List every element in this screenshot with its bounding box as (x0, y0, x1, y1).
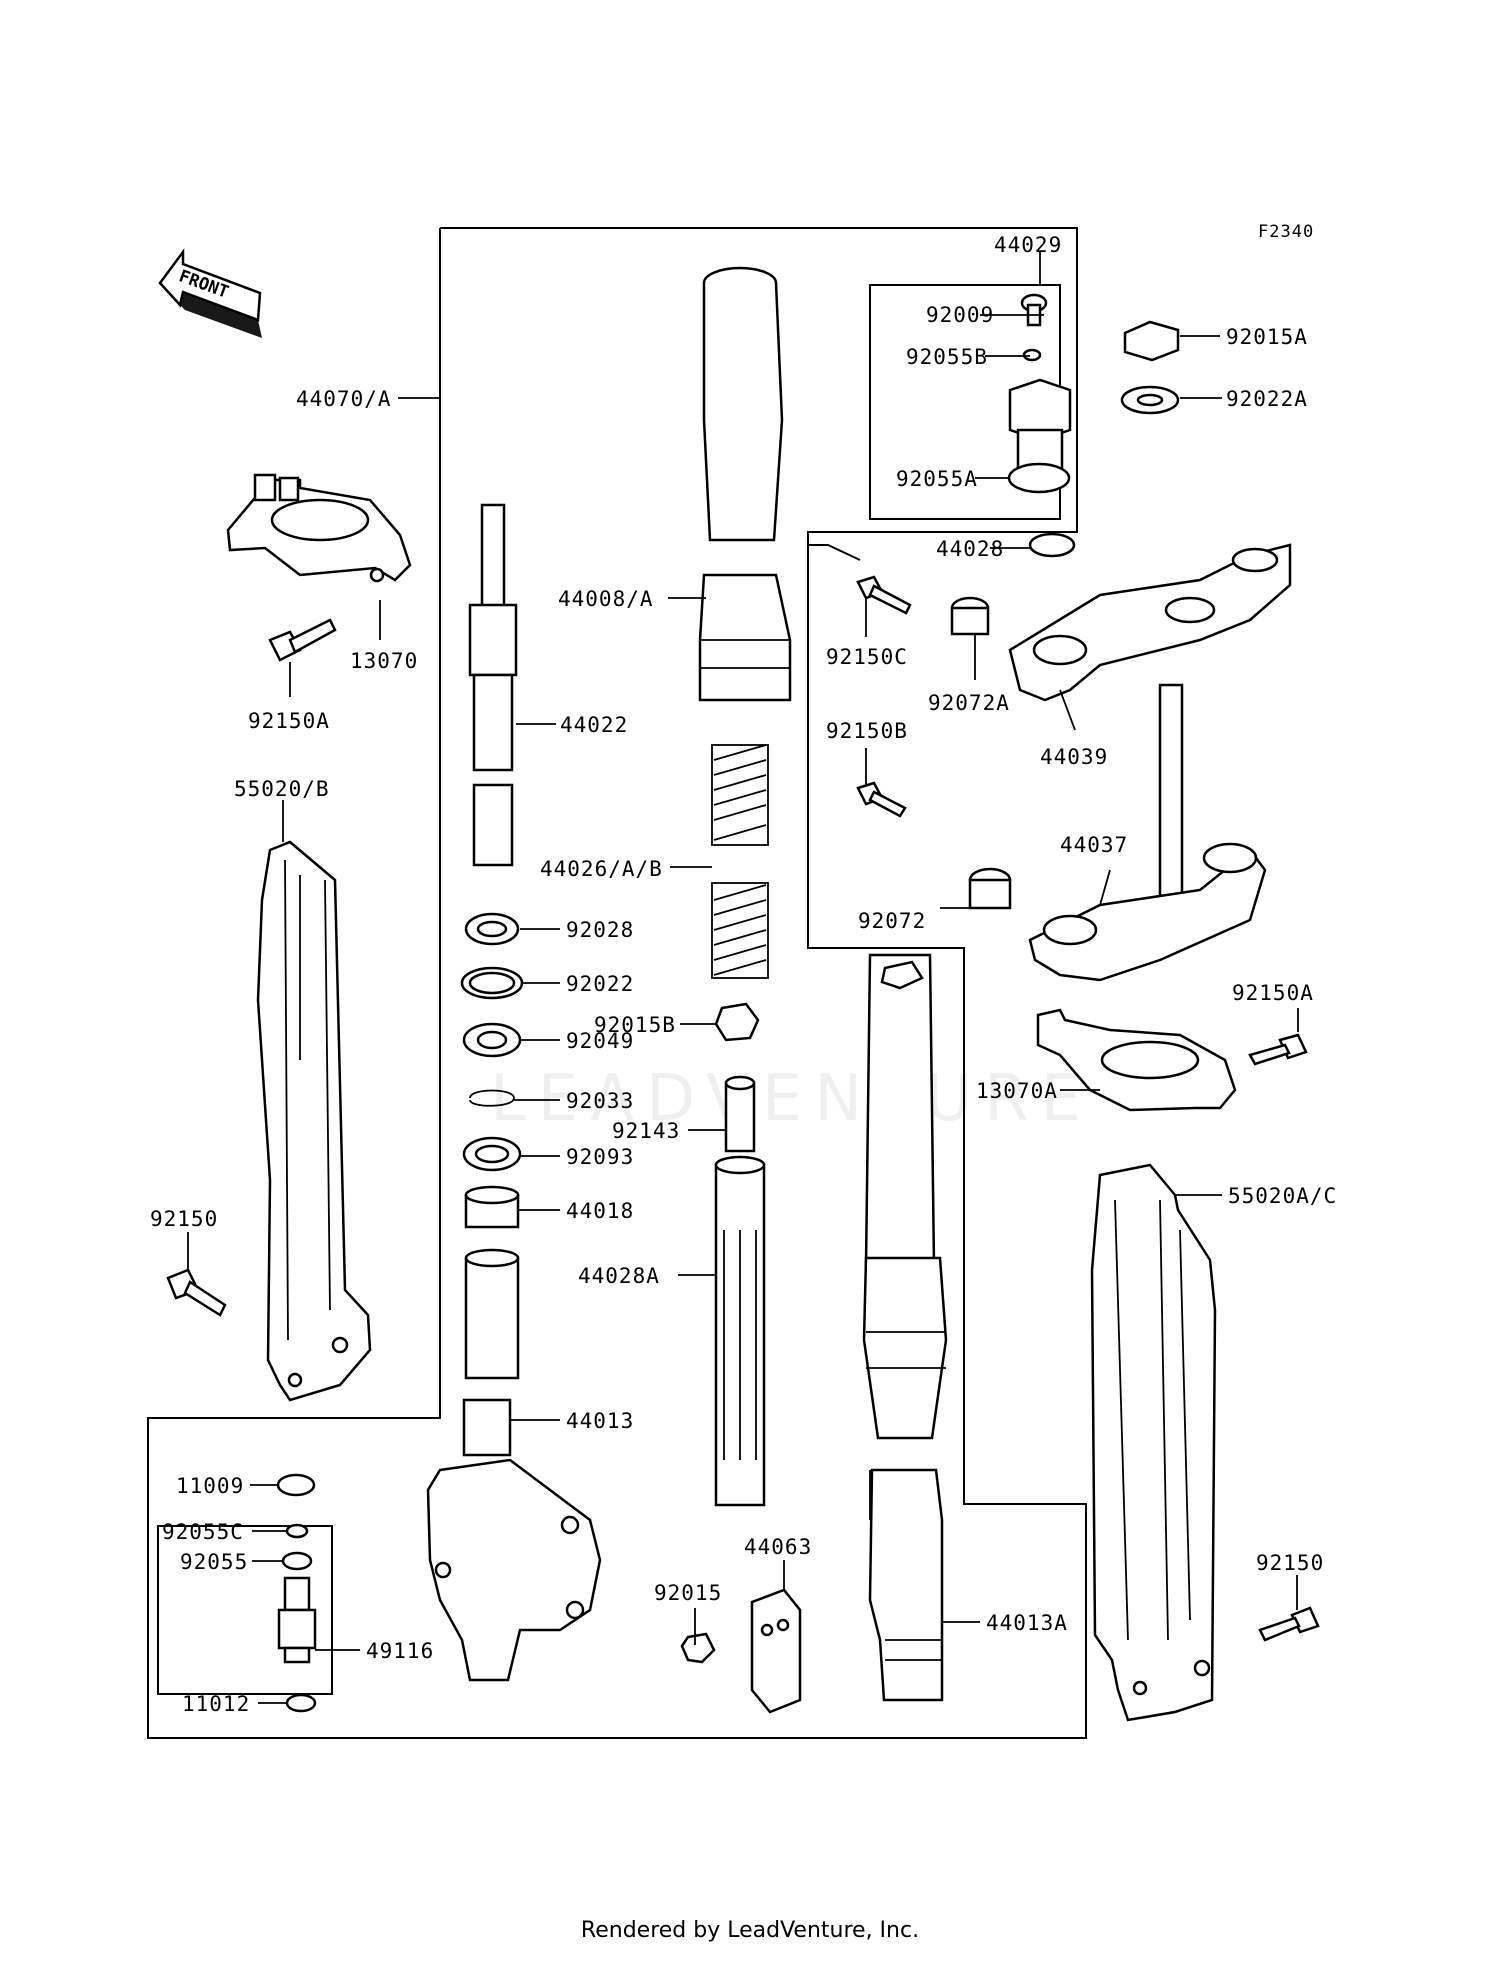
label-92015A: 92015A (1226, 325, 1308, 349)
label-44013A: 44013A (986, 1611, 1068, 1635)
label-55020AC: 55020A/C (1228, 1184, 1337, 1208)
clamp-44063 (750, 1588, 802, 1714)
label-92150C: 92150C (826, 645, 908, 669)
label-92015: 92015 (654, 1581, 722, 1605)
upper-triple-clamp-44039 (1008, 543, 1292, 702)
spring-44026 (711, 744, 769, 979)
bolt-92150-right (1258, 1606, 1320, 1642)
o-ring-92055 (281, 1551, 313, 1571)
label-92055A: 92055A (896, 467, 978, 491)
label-44028A: 44028A (578, 1264, 660, 1288)
fork-guard-55020AC (1090, 1163, 1217, 1722)
tube-piece (472, 783, 514, 867)
clamp-92072A (950, 596, 990, 636)
label-44029: 44029 (994, 233, 1062, 257)
cap-bolt (1008, 378, 1072, 472)
screw-92009 (1020, 293, 1048, 327)
label-92022A: 92022A (1226, 387, 1308, 411)
label-11009: 11009 (176, 1474, 244, 1498)
label-92049: 92049 (566, 1029, 634, 1053)
bolt-92150A-right (1248, 1033, 1308, 1066)
nut-92015B (714, 1002, 760, 1042)
label-44018: 44018 (566, 1199, 634, 1223)
label-92143: 92143 (612, 1119, 680, 1143)
label-13070A: 13070A (976, 1079, 1058, 1103)
bolt-92150A-left (268, 618, 337, 662)
ring-92028 (464, 912, 520, 946)
label-44013: 44013 (566, 1409, 634, 1433)
label-11012: 11012 (182, 1692, 250, 1716)
label-13070: 13070 (350, 649, 418, 673)
label-44022: 44022 (560, 713, 628, 737)
label-44026AB: 44026/A/B (540, 857, 663, 881)
fork-tube-lower (862, 1256, 948, 1440)
label-92150-right: 92150 (1256, 1551, 1324, 1575)
washer-92022A (1120, 385, 1180, 415)
nut-92015A (1123, 320, 1180, 362)
label-92150-left: 92150 (150, 1207, 218, 1231)
o-ring-11009 (276, 1473, 316, 1497)
o-ring-92055C (285, 1523, 309, 1539)
label-92015B: 92015B (594, 1013, 676, 1037)
valve-49116 (277, 1576, 317, 1664)
leader-lines (187, 252, 1299, 1704)
label-44008A: 44008/A (558, 587, 654, 611)
label-92150B: 92150B (826, 719, 908, 743)
bolt-92150C (856, 575, 912, 615)
label-44063: 44063 (744, 1535, 812, 1559)
label-44039: 44039 (1040, 745, 1108, 769)
footer-credit: Rendered by LeadVenture, Inc. (580, 1918, 920, 1943)
cartridge-44028A (714, 1155, 766, 1507)
watermark-text: LEADVENTURE (490, 1062, 1093, 1136)
label-49116: 49116 (366, 1639, 434, 1663)
clip-92033 (469, 1089, 515, 1107)
label-92055: 92055 (180, 1550, 248, 1574)
fork-tube-upper (864, 953, 936, 1267)
label-92009: 92009 (926, 303, 994, 327)
upper-clamp-13070 (226, 473, 412, 583)
diagram-code: F2340 (1258, 222, 1314, 242)
seal-92093 (462, 1136, 522, 1172)
seal-92049 (462, 1022, 522, 1058)
label-92072A: 92072A (928, 691, 1010, 715)
steering-stem-44037 (1028, 683, 1267, 982)
label-44028: 44028 (936, 537, 1004, 561)
label-92055B: 92055B (906, 345, 988, 369)
label-92022: 92022 (566, 972, 634, 996)
label-44070A: 44070/A (296, 387, 392, 411)
label-92072: 92072 (858, 909, 926, 933)
outer-tube-44013 (426, 1398, 602, 1682)
fork-guard-55020B (256, 840, 372, 1402)
inner-tube-44008A (698, 266, 792, 702)
bushing-piece (464, 1248, 520, 1380)
clamp-92072 (968, 867, 1012, 910)
lower-clamp-13070A (1036, 1008, 1237, 1112)
front-arrow-icon: FRONT (158, 248, 262, 338)
bolt-92150B (856, 781, 907, 818)
label-92055C: 92055C (162, 1520, 244, 1544)
label-92150A-right: 92150A (1232, 981, 1314, 1005)
bushing-44018 (464, 1185, 520, 1229)
o-ring-92055B (1022, 348, 1042, 362)
label-92093: 92093 (566, 1145, 634, 1169)
nut-11012 (285, 1693, 317, 1713)
label-55020B: 55020/B (234, 777, 330, 801)
ring-92022 (460, 966, 524, 1000)
label-92028: 92028 (566, 918, 634, 942)
o-ring-92055A (1007, 462, 1071, 494)
washer-44028 (1028, 532, 1076, 558)
assembly-frames (147, 227, 1087, 1739)
damper-rod-44022 (468, 503, 518, 772)
label-92150A-left: 92150A (248, 709, 330, 733)
bolt-92150-left (166, 1268, 227, 1317)
collar-92143 (724, 1075, 756, 1153)
label-92033: 92033 (566, 1089, 634, 1113)
nut-92015 (680, 1632, 716, 1664)
label-44037: 44037 (1060, 833, 1128, 857)
fork-leg-44013A (868, 1468, 944, 1702)
